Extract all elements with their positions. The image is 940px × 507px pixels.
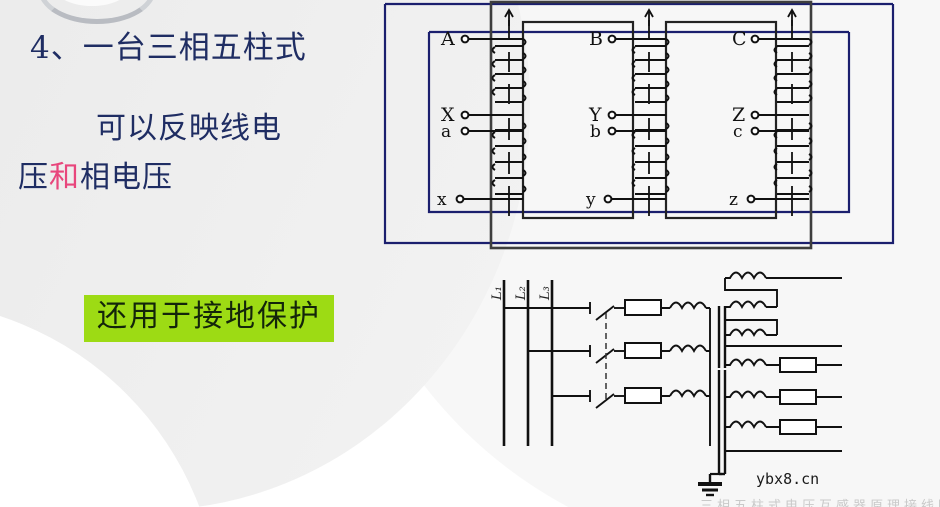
terminal-z bbox=[746, 194, 756, 204]
label-Z: Z bbox=[732, 104, 745, 126]
core-window-left bbox=[521, 20, 635, 220]
decorative-arc-inner bbox=[52, 0, 132, 6]
terminal-X bbox=[460, 110, 470, 120]
label-B: B bbox=[589, 28, 603, 50]
primary-coils bbox=[669, 301, 710, 398]
label-z: z bbox=[729, 190, 738, 210]
secondary-feeders bbox=[725, 345, 842, 452]
label-L3: L₃ bbox=[538, 286, 553, 301]
label-a: a bbox=[441, 122, 451, 142]
terminal-c bbox=[750, 126, 760, 136]
terminal-Z bbox=[750, 110, 760, 120]
subtitle-pre: 压 bbox=[18, 160, 49, 195]
inner-blue-frame-left bbox=[427, 32, 803, 214]
terminal-y bbox=[603, 194, 613, 204]
phase-b-winding bbox=[631, 8, 670, 216]
phase-c-winding bbox=[773, 8, 813, 216]
terminal-x bbox=[455, 194, 465, 204]
ground-symbol bbox=[698, 474, 722, 497]
page-title: 4、一台三相五柱式 bbox=[30, 30, 307, 66]
label-Y: Y bbox=[588, 104, 602, 126]
subtitle-line-1: 可以反映线电 bbox=[96, 111, 282, 146]
label-L1: L₁ bbox=[490, 286, 505, 301]
bus-bars bbox=[502, 280, 554, 446]
earth-rail bbox=[717, 306, 727, 476]
highlight-box: 还用于接地保护 bbox=[84, 295, 334, 342]
subtitle-line-2: 压和相电压 bbox=[18, 152, 173, 196]
label-X: X bbox=[441, 104, 455, 126]
label-L2: L₂ bbox=[514, 286, 529, 301]
terminal-Y bbox=[607, 110, 617, 120]
secondary-fuses bbox=[779, 357, 817, 435]
transformer-diagram: A X a x bbox=[383, 0, 940, 250]
terminal-A bbox=[460, 34, 470, 44]
label-y: y bbox=[585, 190, 596, 210]
subtitle-post: 相电压 bbox=[80, 160, 173, 195]
terminal-B bbox=[607, 34, 617, 44]
label-b: b bbox=[590, 122, 601, 142]
terminal-b bbox=[607, 126, 617, 136]
label-x: x bbox=[437, 190, 447, 210]
core-window-right bbox=[664, 20, 778, 220]
open-delta-coils bbox=[724, 271, 842, 346]
outer-blue-frame-left bbox=[383, 4, 803, 245]
label-A: A bbox=[440, 28, 455, 50]
terminal-C bbox=[750, 34, 760, 44]
phase-a-winding bbox=[491, 8, 527, 216]
label-c: c bbox=[733, 122, 743, 142]
terminal-a bbox=[460, 126, 470, 136]
watermark-text: ybx8.cn bbox=[756, 470, 820, 488]
label-C: C bbox=[732, 28, 747, 50]
primary-fuses bbox=[624, 299, 662, 404]
bottom-cropped-caption: 三相五柱式电压互感器原理接线图 bbox=[700, 499, 940, 507]
circuit-diagram: L₁ L₂ L₃ bbox=[462, 250, 940, 507]
subtitle-accent: 和 bbox=[49, 160, 80, 195]
decorative-arc bbox=[38, 0, 156, 24]
